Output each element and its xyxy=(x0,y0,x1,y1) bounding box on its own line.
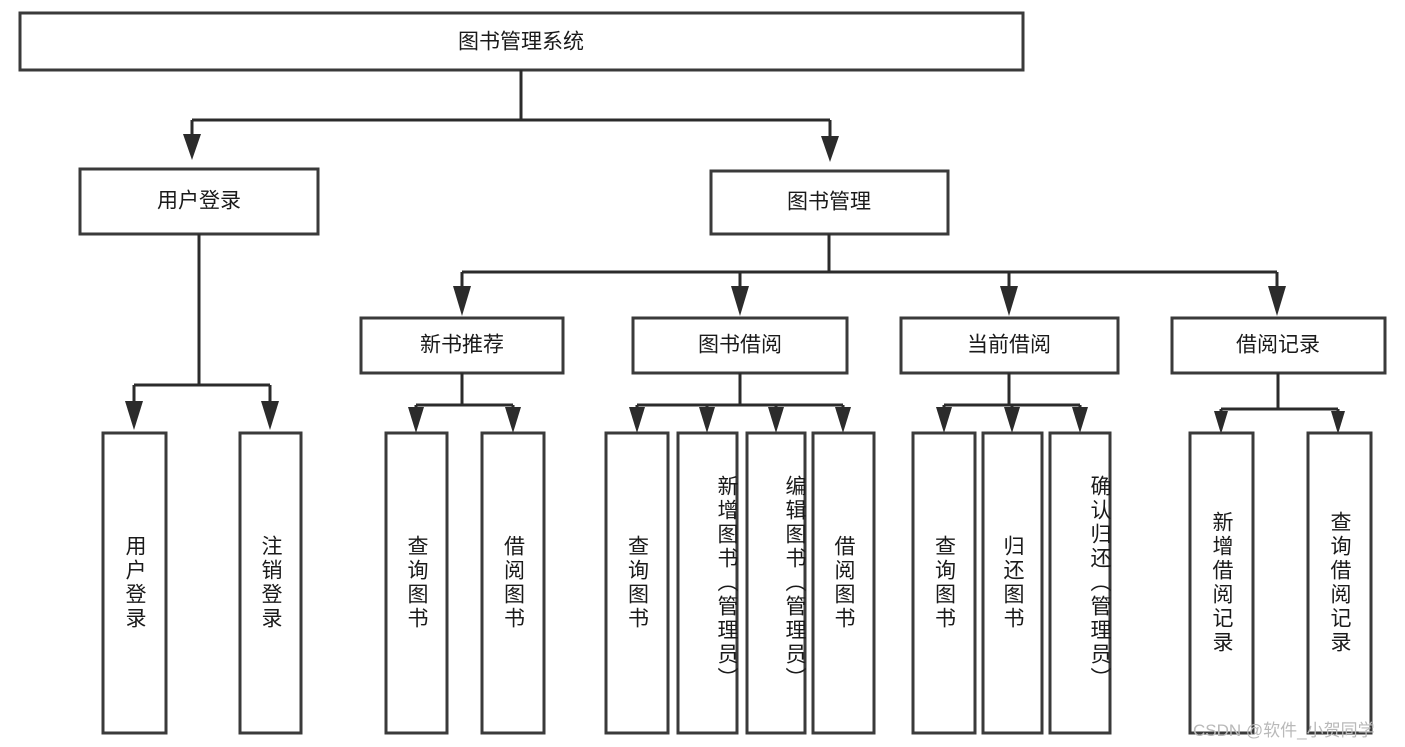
node-new-book-recommend-label: 新书推荐 xyxy=(420,334,504,357)
connector-new-book-recommend-to-leaves xyxy=(408,373,521,433)
arrowhead-level1-0 xyxy=(183,134,201,160)
leaf-box-current-borrow-2[interactable] xyxy=(1048,431,1112,735)
node-book-borrow-box xyxy=(631,316,849,375)
node-current-borrow-label: 当前借阅 xyxy=(967,334,1051,357)
arrowhead-br-1 xyxy=(1331,411,1345,434)
leaf-box-borrow-record-0[interactable] xyxy=(1188,431,1255,735)
node-user-login-label: 用户登录 xyxy=(157,190,241,213)
node-book-borrow-label: 图书借阅 xyxy=(698,334,782,357)
leaf-box-current-borrow-1[interactable] xyxy=(981,431,1044,735)
arrowhead-bb-2 xyxy=(768,407,784,433)
arrowhead-level2-1 xyxy=(731,286,749,316)
leaf-box-borrow-record-1[interactable] xyxy=(1306,431,1373,735)
leaf-box-book-borrow-0[interactable] xyxy=(604,431,670,735)
leaf-box-user-login-1[interactable] xyxy=(238,431,303,735)
arrowhead-user-login-0 xyxy=(125,401,143,430)
arrowhead-level2-0 xyxy=(453,286,471,316)
arrowhead-cb-2 xyxy=(1072,407,1088,433)
leaf-box-book-borrow-2[interactable] xyxy=(745,431,807,735)
node-root-label: 图书管理系统 xyxy=(458,31,584,54)
node-book-management-box xyxy=(709,169,950,236)
node-new-book-recommend-box xyxy=(359,316,565,375)
connector-root-to-level1 xyxy=(183,70,839,162)
arrowhead-br-0 xyxy=(1214,411,1228,434)
node-borrow-record[interactable]: 借阅记录 xyxy=(1170,316,1387,375)
connector-user-login-to-leaves xyxy=(125,234,279,430)
arrowhead-bb-1 xyxy=(699,407,715,433)
node-user-login[interactable]: 用户登录 xyxy=(78,167,320,236)
leaf-box-user-login-0[interactable] xyxy=(101,431,168,735)
leaf-box-new-book-recommend-1[interactable] xyxy=(480,431,546,735)
node-book-management-label: 图书管理 xyxy=(787,191,871,214)
node-new-book-recommend[interactable]: 新书推荐 xyxy=(359,316,565,375)
node-book-borrow[interactable]: 图书借阅 xyxy=(631,316,849,375)
arrowhead-cb-0 xyxy=(936,407,952,433)
node-root-box xyxy=(18,11,1025,72)
connector-borrow-record-to-leaves xyxy=(1214,373,1345,434)
connector-book-borrow-to-leaves xyxy=(629,373,851,433)
leaf-box-book-borrow-3[interactable] xyxy=(811,431,876,735)
node-current-borrow-box xyxy=(899,316,1120,375)
node-root[interactable]: 图书管理系统 xyxy=(18,11,1025,72)
arrowhead-level2-3 xyxy=(1268,286,1286,316)
watermark-text: CSDN @软件_小贺同学 xyxy=(1193,721,1375,740)
arrowhead-nbr-1 xyxy=(505,407,521,433)
connector-book-management-to-level2 xyxy=(453,234,1286,316)
node-book-management[interactable]: 图书管理 xyxy=(709,169,950,236)
arrowhead-nbr-0 xyxy=(408,407,424,433)
leaf-box-new-book-recommend-0[interactable] xyxy=(384,431,449,735)
node-borrow-record-label: 借阅记录 xyxy=(1236,334,1320,357)
arrowhead-bb-0 xyxy=(629,407,645,433)
arrowhead-cb-1 xyxy=(1004,407,1020,433)
leaf-box-book-borrow-1[interactable] xyxy=(676,431,739,735)
arrowhead-level2-2 xyxy=(1000,286,1018,316)
node-borrow-record-box xyxy=(1170,316,1387,375)
connector-current-borrow-to-leaves xyxy=(936,373,1088,433)
node-current-borrow[interactable]: 当前借阅 xyxy=(899,316,1120,375)
arrowhead-user-login-1 xyxy=(261,401,279,430)
arrowhead-bb-3 xyxy=(835,407,851,433)
arrowhead-level1-1 xyxy=(821,136,839,162)
leaf-box-current-borrow-0[interactable] xyxy=(911,431,977,735)
